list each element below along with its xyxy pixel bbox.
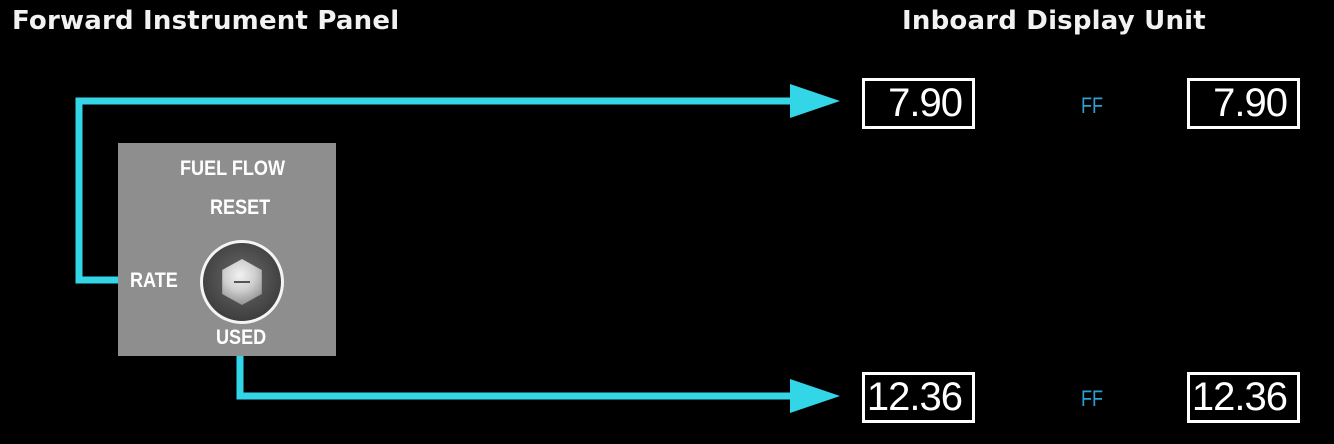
rate-connector-line <box>75 97 795 284</box>
used-connector-line <box>236 348 795 400</box>
knob-slot-icon <box>234 281 250 283</box>
used-display-right: 12.36 <box>1187 372 1300 423</box>
ff-label-used: FF <box>1081 386 1104 411</box>
rate-arrowhead <box>790 84 840 118</box>
used-display-left: 12.36 <box>862 372 975 423</box>
rate-display-left: 7.90 <box>862 78 975 129</box>
fuel-flow-switch-panel: FUEL FLOW RESET RATE USED <box>118 143 336 356</box>
fuel-flow-selector-knob[interactable] <box>200 240 284 324</box>
used-label: USED <box>216 326 267 349</box>
inboard-display-unit-heading: Inboard Display Unit <box>902 6 1206 36</box>
forward-instrument-panel-heading: Forward Instrument Panel <box>12 6 400 36</box>
ff-label-rate: FF <box>1081 93 1104 118</box>
reset-label: RESET <box>210 196 271 219</box>
fuel-flow-label: FUEL FLOW <box>180 157 286 180</box>
rate-label: RATE <box>130 269 178 292</box>
knob-cap-icon <box>222 259 262 305</box>
rate-display-right: 7.90 <box>1187 78 1300 129</box>
used-arrowhead <box>790 379 840 413</box>
